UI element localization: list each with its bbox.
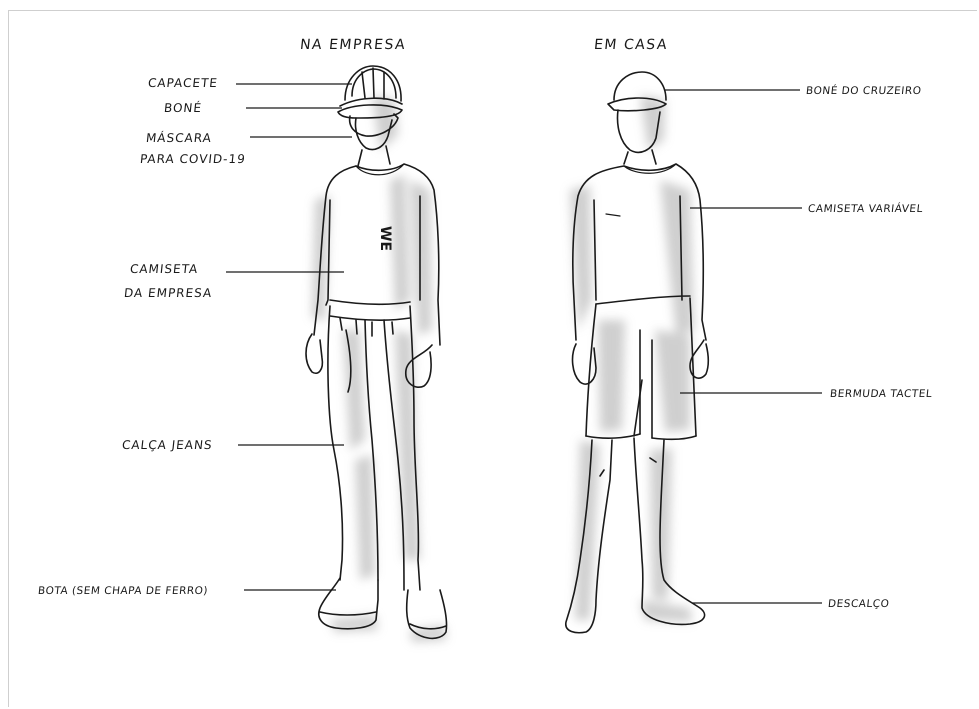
label-camiseta-variavel: CAMISETA VARIÁVEL: [807, 202, 923, 216]
title-work: NA EMPRESA: [299, 38, 407, 52]
label-mascara-line2: PARA COVID-19: [139, 152, 246, 166]
title-home: EM CASA: [593, 38, 668, 52]
label-camiseta-line2: DA EMPRESA: [123, 286, 213, 300]
leader-lines: [226, 84, 822, 603]
label-camiseta-line1: CAMISETA: [129, 262, 199, 276]
figure-home-outfit: [566, 72, 709, 633]
label-descalco: DESCALÇO: [827, 597, 890, 611]
label-calca: CALÇA JEANS: [121, 438, 213, 452]
label-capacete: CAPACETE: [147, 76, 218, 90]
shirt-logo: WE: [377, 226, 393, 251]
figure-work-outfit: [306, 66, 447, 642]
helmet-drawing: [340, 66, 402, 106]
label-bota: BOTA (SEM CHAPA DE FERRO): [37, 584, 208, 598]
label-mascara-line1: MÁSCARA: [145, 131, 212, 145]
label-bermuda: BERMUDA TACTEL: [829, 387, 933, 401]
label-bone: BONÉ: [163, 101, 203, 115]
label-bone-cruzeiro: BONÉ DO CRUZEIRO: [805, 84, 922, 98]
